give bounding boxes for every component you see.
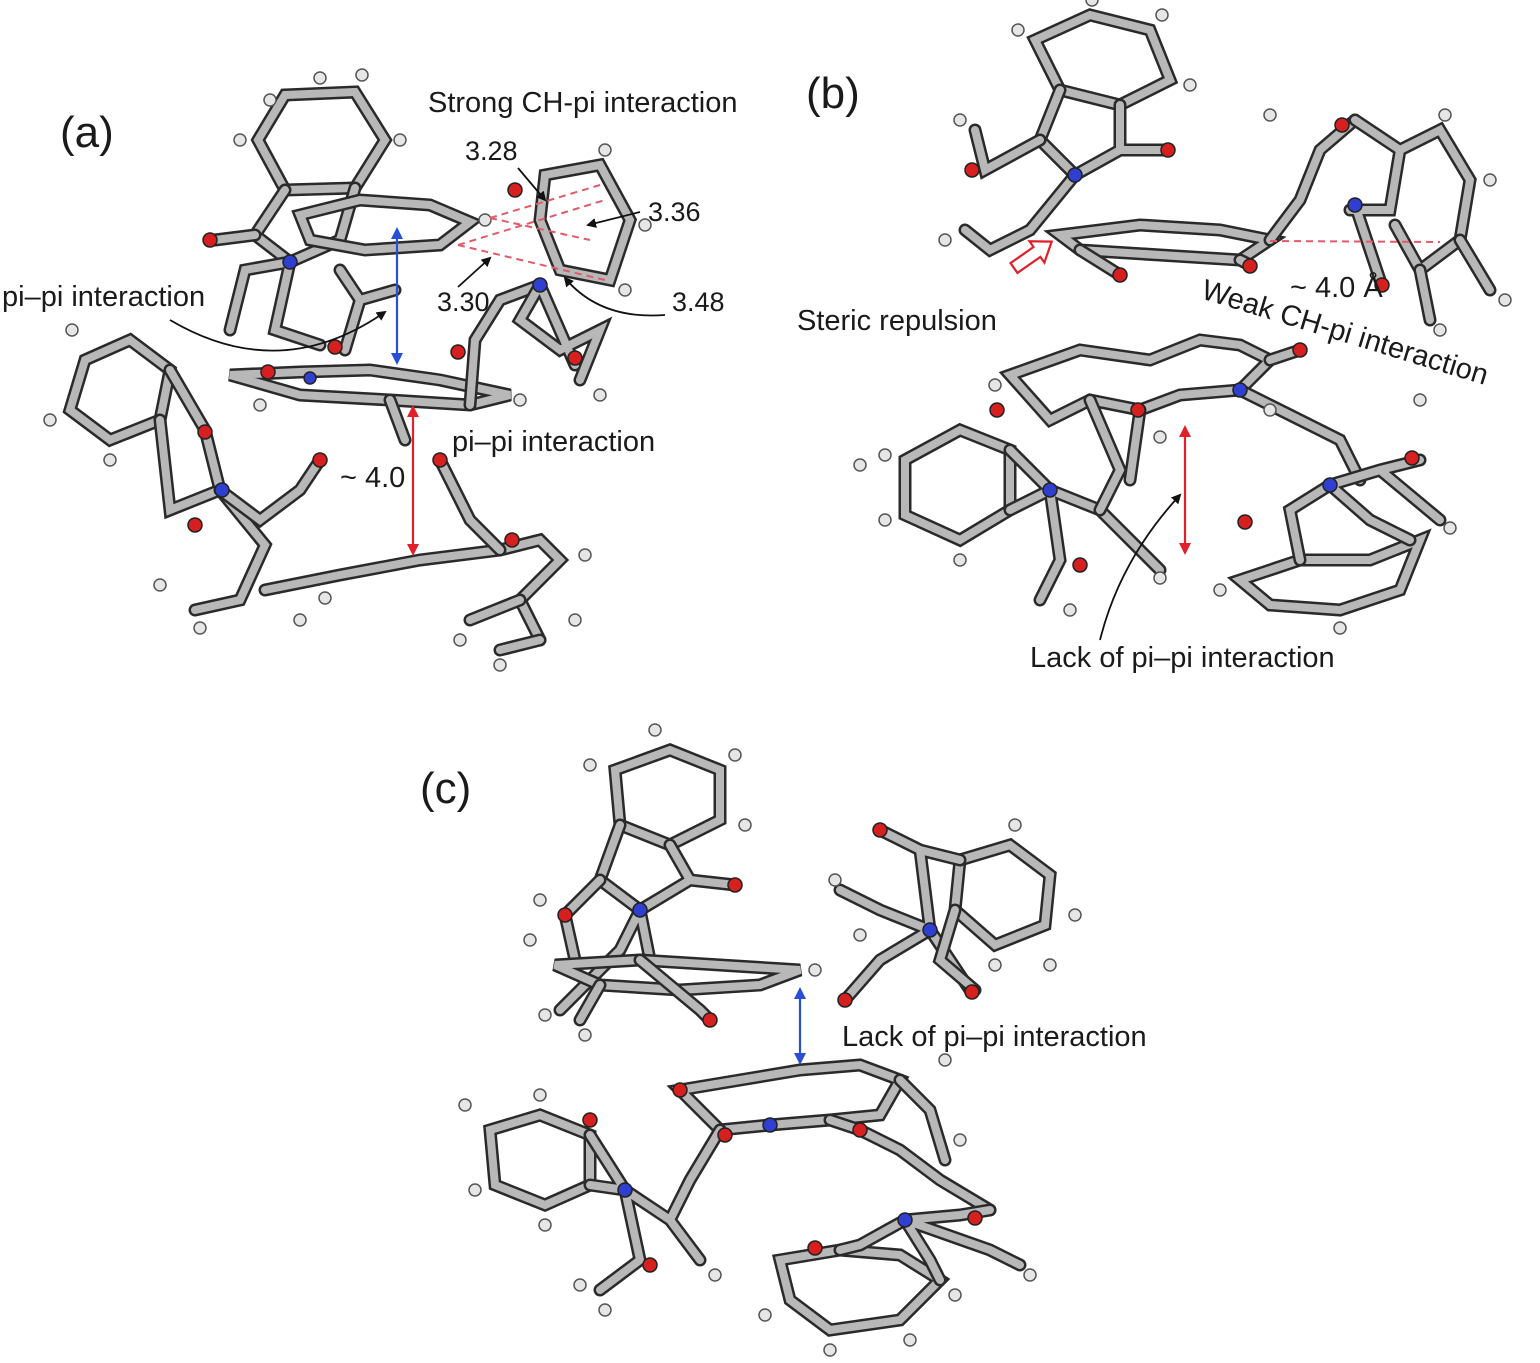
- molecule-a-lower: [43, 323, 592, 672]
- distance-330-label: 3.30: [437, 287, 490, 317]
- steric-hollow-arrow: [1009, 240, 1054, 275]
- hydrogens-a-lower: [43, 323, 592, 672]
- lack-pi-pi-b-label: Lack of pi–pi interaction: [1030, 642, 1335, 674]
- molecule-a-upper: [202, 68, 652, 447]
- panel-c: (c) Lack of pi–pi interaction: [420, 723, 1147, 1357]
- hydrogens-a-upper: [233, 68, 652, 412]
- panel-a-label: (a): [60, 108, 114, 157]
- hydrogens-c-ur: [828, 818, 1082, 972]
- panel-a: (a) Strong CH-pi interaction pi–pi inter…: [2, 68, 737, 672]
- hydrogens-c-ul: [523, 723, 822, 1042]
- pi-pi-upper-label: pi–pi interaction: [2, 281, 205, 313]
- distance-b-label: ~ 4.0 Å: [1290, 271, 1383, 304]
- hydrogens-c-lower: [458, 1053, 1037, 1357]
- molecule-c-lower: [458, 1053, 1037, 1357]
- pointer-arrows-a: [169, 167, 666, 352]
- ch-pi-dashed-lines: [457, 184, 606, 281]
- lack-pi-pi-b-pointer: [1099, 493, 1182, 641]
- pi-pi-lower-label: pi–pi interaction: [452, 426, 655, 458]
- panel-b: (b) Steric repulsion ~ 4.0 Å Weak CH-pi …: [797, 0, 1512, 674]
- strong-ch-pi-label: Strong CH-pi interaction: [428, 87, 737, 119]
- hydrogens-b-upper: [938, 0, 1512, 337]
- ch-pi-dashed-line-b: [1269, 240, 1441, 243]
- lack-pi-pi-c-label: Lack of pi–pi interaction: [842, 1021, 1147, 1053]
- panel-c-label: (c): [420, 764, 471, 813]
- distance-328-label: 3.28: [465, 136, 518, 166]
- molecule-c-upper-left: [523, 723, 822, 1042]
- molecule-c-upper-right: [828, 818, 1082, 1008]
- distance-348-label: 3.48: [672, 287, 725, 317]
- distance-a-label: ~ 4.0: [340, 462, 405, 494]
- steric-repulsion-label: Steric repulsion: [797, 305, 997, 337]
- molecule-b-lower: [853, 333, 1457, 635]
- hydrogens-b-lower: [853, 378, 1457, 635]
- panel-b-label: (b): [806, 69, 860, 118]
- distance-336-label: 3.36: [648, 197, 701, 227]
